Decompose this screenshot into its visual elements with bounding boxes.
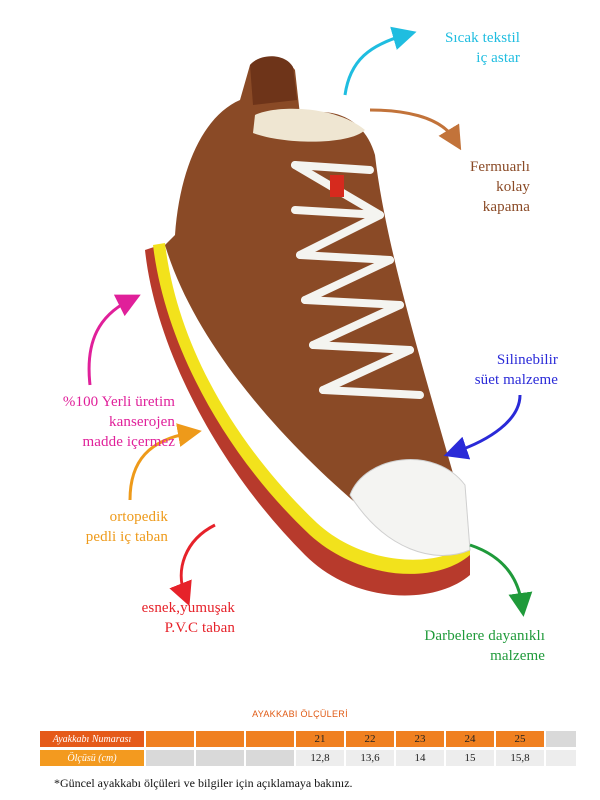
feature-sole-line2: P.V.C taban [164, 620, 235, 636]
feature-local: %100 Yerli üretim kanserojen madde içerm… [20, 392, 175, 452]
durable-arrow [469, 543, 533, 617]
length-cell [196, 750, 244, 766]
size-row: Ayakkabı Numarası 21 22 23 24 25 [40, 731, 576, 747]
feature-insole: ortopedik pedli iç taban [50, 507, 168, 547]
length-row: Ölçüsü (cm) 12,8 13,6 14 15 15,8 [40, 750, 576, 766]
length-cell: 13,6 [346, 750, 394, 766]
feature-lining-line2: iç astar [476, 50, 520, 66]
size-cell [196, 731, 244, 747]
size-cell [246, 731, 294, 747]
feature-zipper-line2: kolay [496, 179, 530, 195]
length-row-label: Ölçüsü (cm) [40, 750, 144, 766]
length-cell: 12,8 [296, 750, 344, 766]
size-cell [146, 731, 194, 747]
shoe-image [145, 56, 471, 596]
size-cell: 25 [496, 731, 544, 747]
size-row-label: Ayakkabı Numarası [40, 731, 144, 747]
feature-local-line3: madde içermez [82, 434, 175, 450]
feature-suede-line1: Silinebilir [496, 352, 558, 368]
local-arrow [87, 294, 141, 386]
size-chart-title: AYAKKABI ÖLÇÜLERİ [252, 709, 348, 719]
feature-durable: Darbelere dayanıklı malzeme [400, 626, 545, 666]
size-note: *Güncel ayakkabı ölçüleri ve bilgiler iç… [54, 776, 353, 790]
feature-lining-line1: Sıcak tekstil [444, 30, 520, 46]
feature-insole-line1: ortopedik [109, 509, 168, 525]
length-cell [146, 750, 194, 766]
length-cell: 14 [396, 750, 444, 766]
size-cell-edge [546, 731, 576, 747]
feature-local-line2: kanserojen [109, 414, 175, 430]
feature-insole-line2: pedli iç taban [85, 529, 168, 545]
length-cell-edge [546, 750, 576, 766]
size-cell: 23 [396, 731, 444, 747]
feature-sole-line1: esnek,yumuşak [141, 600, 235, 616]
feature-zipper-line3: kapama [482, 199, 530, 215]
feature-sole: esnek,yumuşak P.V.C taban [110, 598, 235, 638]
feature-durable-line2: malzeme [490, 648, 545, 664]
feature-suede: Silinebilir süet malzeme [430, 350, 558, 390]
size-cell: 21 [296, 731, 344, 747]
feature-suede-line2: süet malzeme [474, 372, 558, 388]
size-chart-table: Ayakkabı Numarası 21 22 23 24 25 Ölçüsü … [38, 728, 578, 769]
feature-lining: Sıcak tekstil iç astar [380, 28, 520, 68]
feature-durable-line1: Darbelere dayanıklı [424, 628, 545, 644]
feature-zipper-line1: Fermuarlı [469, 159, 530, 175]
size-cell: 22 [346, 731, 394, 747]
length-cell: 15 [446, 750, 494, 766]
length-cell: 15,8 [496, 750, 544, 766]
length-cell [246, 750, 294, 766]
size-cell: 24 [446, 731, 494, 747]
feature-zipper: Fermuarlı kolay kapama [430, 157, 530, 217]
feature-local-line1: %100 Yerli üretim [62, 394, 175, 410]
